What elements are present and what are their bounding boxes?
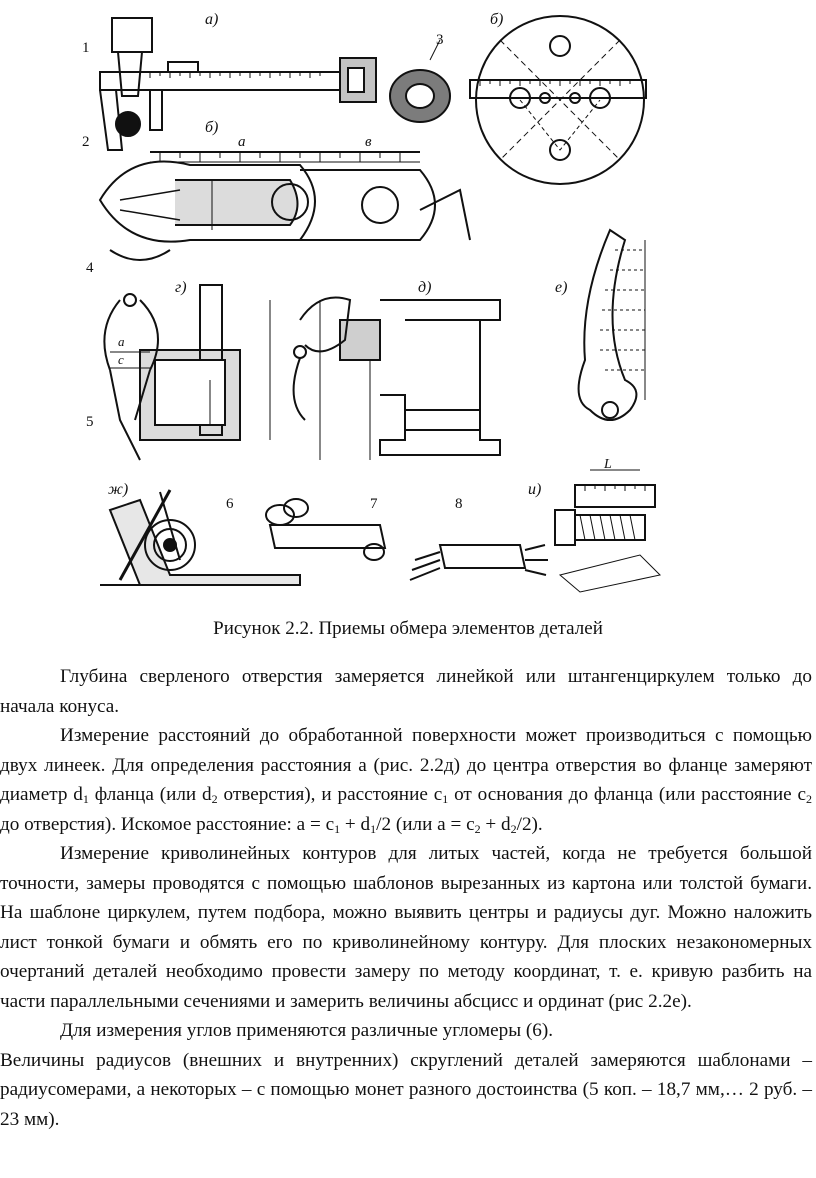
- callout-2: 2: [82, 134, 90, 150]
- callout-6: 6: [226, 496, 234, 512]
- callout-8: 8: [455, 496, 463, 512]
- paragraph-1: Глубина сверленого отверстия замеряется …: [0, 666, 812, 717]
- paragraph-5: Величины радиусов (внешних и внутренних)…: [0, 1049, 812, 1130]
- label-d: д): [418, 279, 431, 296]
- label-i: и): [528, 481, 541, 498]
- thread-gauge-8: [409, 544, 548, 581]
- panel-e-template: [577, 228, 646, 421]
- radius-gauge-7: [265, 498, 387, 561]
- panel-i-thread: [554, 469, 662, 593]
- label-g: г): [175, 279, 187, 296]
- panel-a-caliper: [99, 17, 377, 151]
- dim-c-g: c: [118, 352, 124, 367]
- panel-d-flange: [292, 296, 501, 460]
- panel-b2-calipers: [98, 151, 471, 261]
- callout-7: 7: [370, 496, 378, 512]
- callout-1: 1: [82, 40, 90, 56]
- label-zh: ж): [108, 481, 128, 498]
- callout-4: 4: [86, 260, 94, 276]
- label-b: б): [490, 11, 503, 28]
- dim-l: L: [603, 457, 612, 472]
- callout-5: 5: [86, 414, 94, 430]
- dim-a-g: a: [118, 334, 125, 349]
- paragraph-2: Измерение расстояний до обработанной пов…: [0, 725, 812, 836]
- label-b2: б): [205, 119, 218, 136]
- label-e: е): [555, 279, 567, 296]
- body-text: Глубина сверленого отверстия замеряется …: [0, 662, 812, 1134]
- label-a: а): [205, 11, 218, 28]
- paragraph-3: Измерение криволинейных контуров для лит…: [0, 843, 812, 1012]
- figure-caption: Рисунок 2.2. Приемы обмера элементов дет…: [213, 618, 603, 639]
- panel-b-disc: [389, 15, 647, 185]
- dim-a: a: [238, 134, 246, 150]
- callout-3: 3: [436, 32, 444, 48]
- measurement-figure: а) 1 б) 3 a в б) 2 4: [70, 0, 816, 610]
- dim-v: в: [365, 134, 372, 150]
- panel-g-inside-calipers: [103, 284, 271, 461]
- panel-zh-protractor: [100, 489, 301, 586]
- paragraph-4: Для измерения углов применяются различны…: [60, 1020, 554, 1041]
